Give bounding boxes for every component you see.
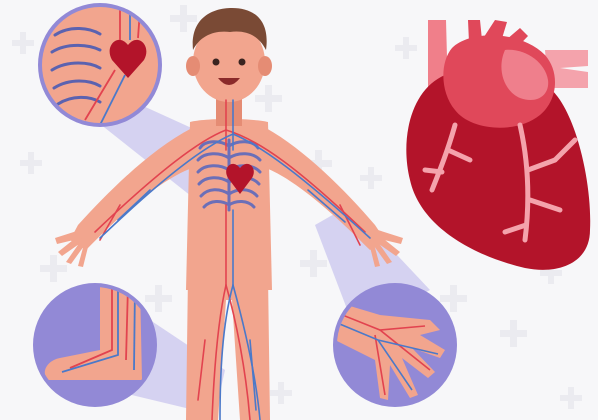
ear-left [186,56,200,76]
eye-right [239,59,246,66]
foot-magnifier [33,283,157,407]
eye-left [213,59,220,66]
ear-right [258,56,272,76]
